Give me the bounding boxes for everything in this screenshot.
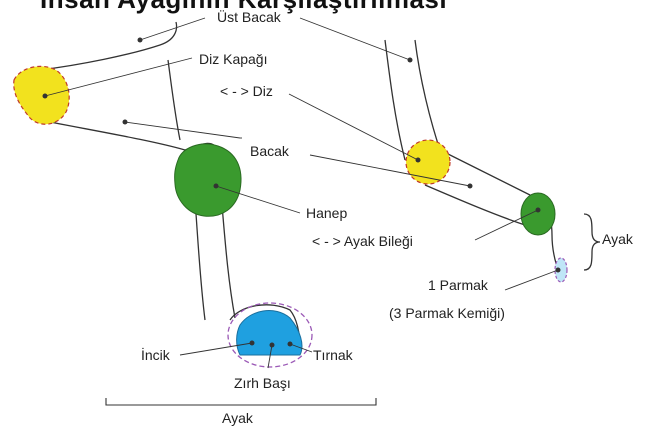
human-thigh-right [414, 39, 441, 151]
label-parmak-kemigi: (3 Parmak Kemiği) [389, 305, 505, 321]
horse-fetlock [174, 143, 242, 217]
horse-kneecap [13, 65, 70, 125]
label-ayak-bilegi: < - > Ayak Bileği [312, 233, 413, 249]
horse-cannon-left [194, 199, 206, 321]
human-shin-top [439, 149, 531, 196]
ayak-bracket-bottom [105, 398, 377, 406]
human-kneecap [405, 139, 451, 185]
label-zirh-basi: Zırh Başı [234, 375, 291, 391]
diagram-title: İnsan Ayağının Karşılaştırılması [40, 0, 447, 15]
label-ust-bacak: Üst Bacak [217, 8, 282, 25]
horse-shin-outline [167, 59, 181, 141]
horse-hoof [236, 310, 303, 356]
horse-hoof-outline-dashed [227, 302, 313, 368]
human-shin-bottom [424, 184, 526, 226]
label-diz: < - > Diz [220, 83, 273, 99]
label-ayak-bottom: Ayak [222, 410, 254, 426]
human-toe [554, 257, 568, 283]
human-thigh-left [384, 39, 406, 161]
label-bacak: Bacak [250, 143, 290, 159]
horse-cannon-right [221, 204, 236, 319]
ayak-brace-right [583, 213, 601, 271]
horse-upper-leg-outline [39, 119, 219, 151]
leader-lines [44, 17, 559, 369]
label-tirnak: Tırnak [313, 347, 354, 363]
label-incik: İncik [141, 346, 171, 363]
label-ayak-right: Ayak [602, 231, 634, 247]
horse-thigh-outline [39, 21, 178, 71]
anchor-dots [42, 37, 561, 348]
label-1-parmak: 1 Parmak [428, 277, 489, 293]
human-ankle [520, 192, 556, 236]
label-hanep: Hanep [306, 205, 347, 221]
label-diz-kapagi: Diz Kapağı [199, 51, 267, 67]
horse-leg [39, 21, 301, 351]
